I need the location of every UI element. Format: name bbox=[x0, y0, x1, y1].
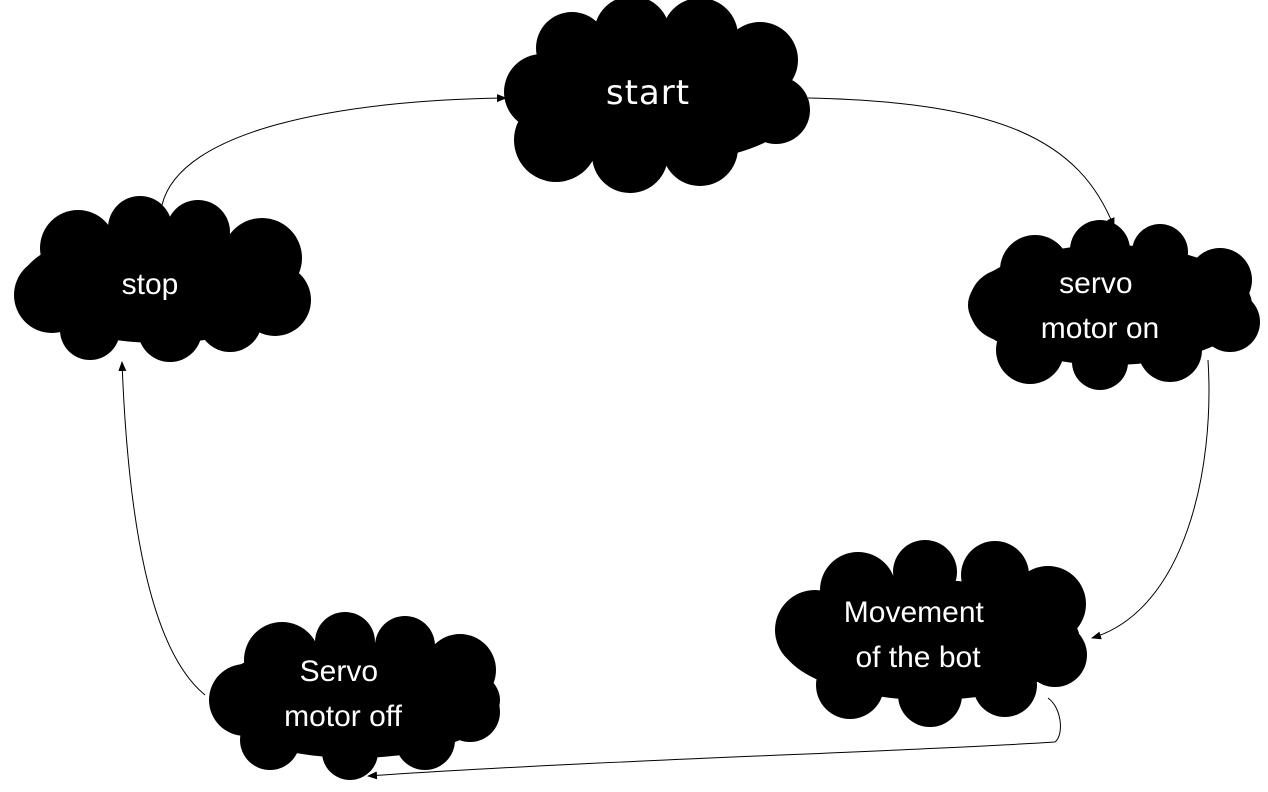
cloud-shape bbox=[209, 612, 500, 780]
edge-servo-off-to-stop bbox=[118, 361, 206, 696]
node-servo-on-line-1: servo bbox=[1059, 267, 1132, 300]
edge-movement-to-servo-off bbox=[367, 697, 1061, 780]
node-movement-line-1: Movement bbox=[844, 596, 985, 629]
node-servo-on-line-2: motor on bbox=[1041, 312, 1159, 345]
node-servo-off-label: Servo motor off bbox=[284, 655, 402, 733]
node-servo-off-line-2: motor off bbox=[284, 700, 402, 733]
node-servo-off-line-1: Servo bbox=[300, 655, 378, 688]
node-start-label: start bbox=[606, 73, 690, 113]
node-movement-line-2: of the bot bbox=[855, 641, 981, 674]
cloud-shape bbox=[775, 540, 1087, 727]
node-stop: stop bbox=[14, 196, 311, 362]
edge-start-to-servo-on bbox=[807, 97, 1115, 228]
node-servo-on: servo motor on bbox=[968, 220, 1260, 390]
cloud-shape bbox=[968, 220, 1260, 390]
cloud-shape bbox=[14, 196, 311, 362]
node-movement: Movement of the bot bbox=[775, 540, 1087, 727]
node-servo-off: Servo motor off bbox=[209, 612, 500, 780]
edge-servo-on-to-movement bbox=[1091, 359, 1210, 640]
edges bbox=[118, 94, 1210, 780]
edge-stop-to-start bbox=[161, 94, 507, 206]
cloud-shape bbox=[504, 0, 810, 193]
node-movement-label: Movement of the bot bbox=[844, 596, 992, 674]
node-servo-on-label: servo motor on bbox=[1041, 267, 1159, 345]
node-start: start bbox=[504, 0, 810, 193]
node-stop-label: stop bbox=[122, 268, 179, 301]
